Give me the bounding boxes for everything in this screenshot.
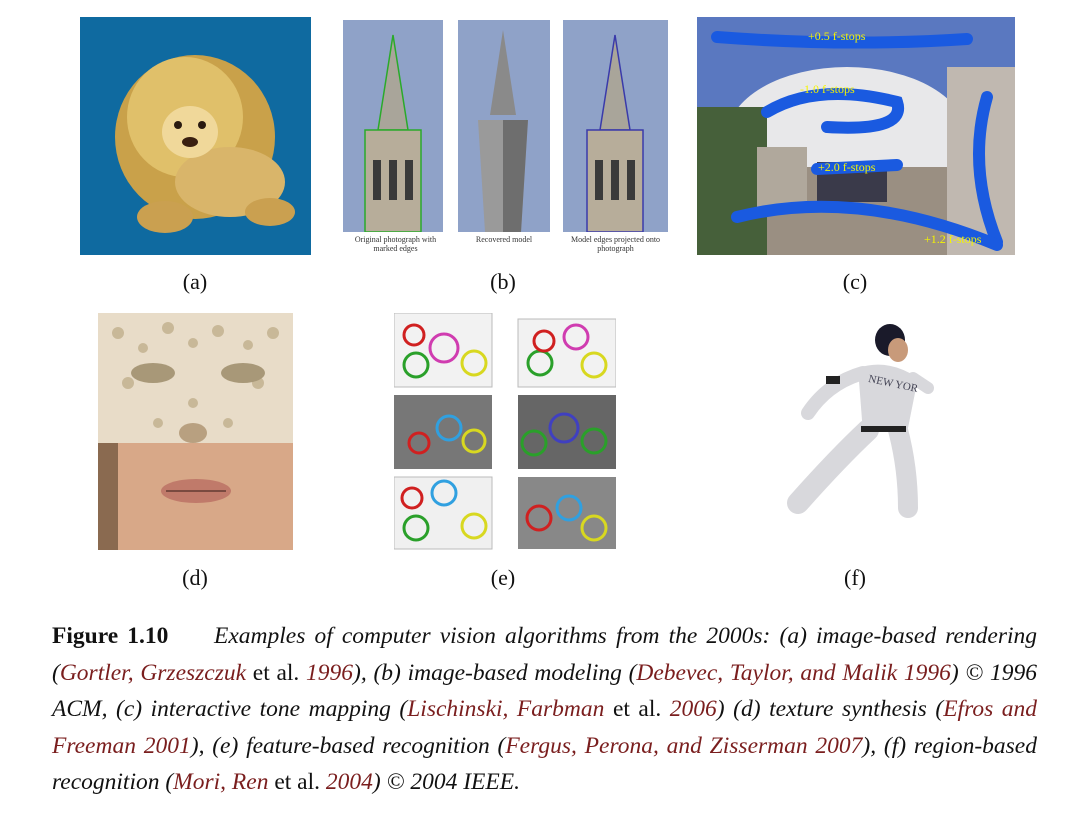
fstop-label-2: -1.0 f-stops bbox=[800, 82, 855, 96]
ref-mori[interactable]: Mori, Ren bbox=[173, 769, 269, 795]
panel-b-caption-1: Original photograph with marked edges bbox=[354, 235, 437, 253]
caption-text-4: ) (d) texture synthesis ( bbox=[716, 696, 944, 722]
panel-e-image bbox=[394, 313, 616, 551]
ref-lischinski[interactable]: Lischinski, Farbman bbox=[407, 696, 605, 722]
figure-caption: Figure 1.10 Examples of computer vision … bbox=[52, 618, 1037, 801]
ref-mori-year[interactable]: 2004 bbox=[325, 769, 373, 795]
ref-efros[interactable]: Efros and Freeman 2001 bbox=[52, 696, 1038, 759]
motorcycle-recognition-grid bbox=[394, 313, 616, 550]
panel-f-label: (f) bbox=[844, 565, 866, 590]
fstop-label-1: +0.5 f-stops bbox=[808, 29, 866, 43]
caption-text-6: ), (f) region-based recognition ( bbox=[52, 732, 1037, 796]
panel-b-caption-2: Recovered model bbox=[475, 235, 533, 244]
tone-mapping-image bbox=[697, 17, 1015, 255]
panel-b-image bbox=[343, 20, 668, 232]
caption-text-3: ) © 1996 ACM, (c) interactive tone mappi… bbox=[52, 659, 1038, 723]
panel-b-caption-3: Model edges projected onto photograph bbox=[570, 235, 661, 253]
panel-b-label: (b) bbox=[490, 269, 516, 294]
caption-text-2: ), (b) image-based modeling ( bbox=[353, 659, 637, 686]
ref-fergus[interactable]: Fergus, Perona, and Zisserman 2007 bbox=[505, 732, 863, 759]
caption-etal-3: et al. bbox=[274, 769, 321, 795]
panel-d-image bbox=[98, 313, 293, 550]
fstop-label-4: +1.2 f-stops bbox=[924, 232, 982, 246]
panel-a-label: (a) bbox=[182, 269, 208, 294]
figure-number: Figure 1.10 bbox=[52, 623, 169, 649]
panel-c-label: (c) bbox=[842, 269, 868, 294]
caption-etal-2: et al. bbox=[612, 696, 662, 722]
panel-e-label: (e) bbox=[490, 565, 516, 590]
texture-synthesis-face-image bbox=[98, 313, 293, 550]
panel-c-image bbox=[697, 17, 1015, 255]
plush-lion-image bbox=[80, 17, 311, 255]
caption-text-5: ), (e) feature-based recognition ( bbox=[190, 732, 506, 759]
panel-f-image bbox=[778, 318, 938, 518]
ref-debevec[interactable]: Debevec, Taylor, and Malik 1996 bbox=[636, 659, 951, 686]
caption-text-7: ) © 2004 IEEE. bbox=[372, 769, 520, 795]
caption-text-1: Examples of computer vision algorithms f… bbox=[52, 623, 1038, 686]
ref-gortler[interactable]: Gortler, Grzeszczuk bbox=[59, 659, 247, 686]
ref-gortler-year[interactable]: 1996 bbox=[306, 659, 354, 686]
panel-d-label: (d) bbox=[182, 565, 208, 590]
ref-lischinski-year[interactable]: 2006 bbox=[669, 696, 717, 722]
caption-etal-1: et al. bbox=[252, 659, 300, 686]
tower-model-images bbox=[343, 20, 668, 232]
baseball-player-image bbox=[787, 324, 934, 518]
panel-a-image bbox=[80, 17, 311, 255]
fstop-label-3: +2.0 f-stops bbox=[818, 160, 876, 174]
